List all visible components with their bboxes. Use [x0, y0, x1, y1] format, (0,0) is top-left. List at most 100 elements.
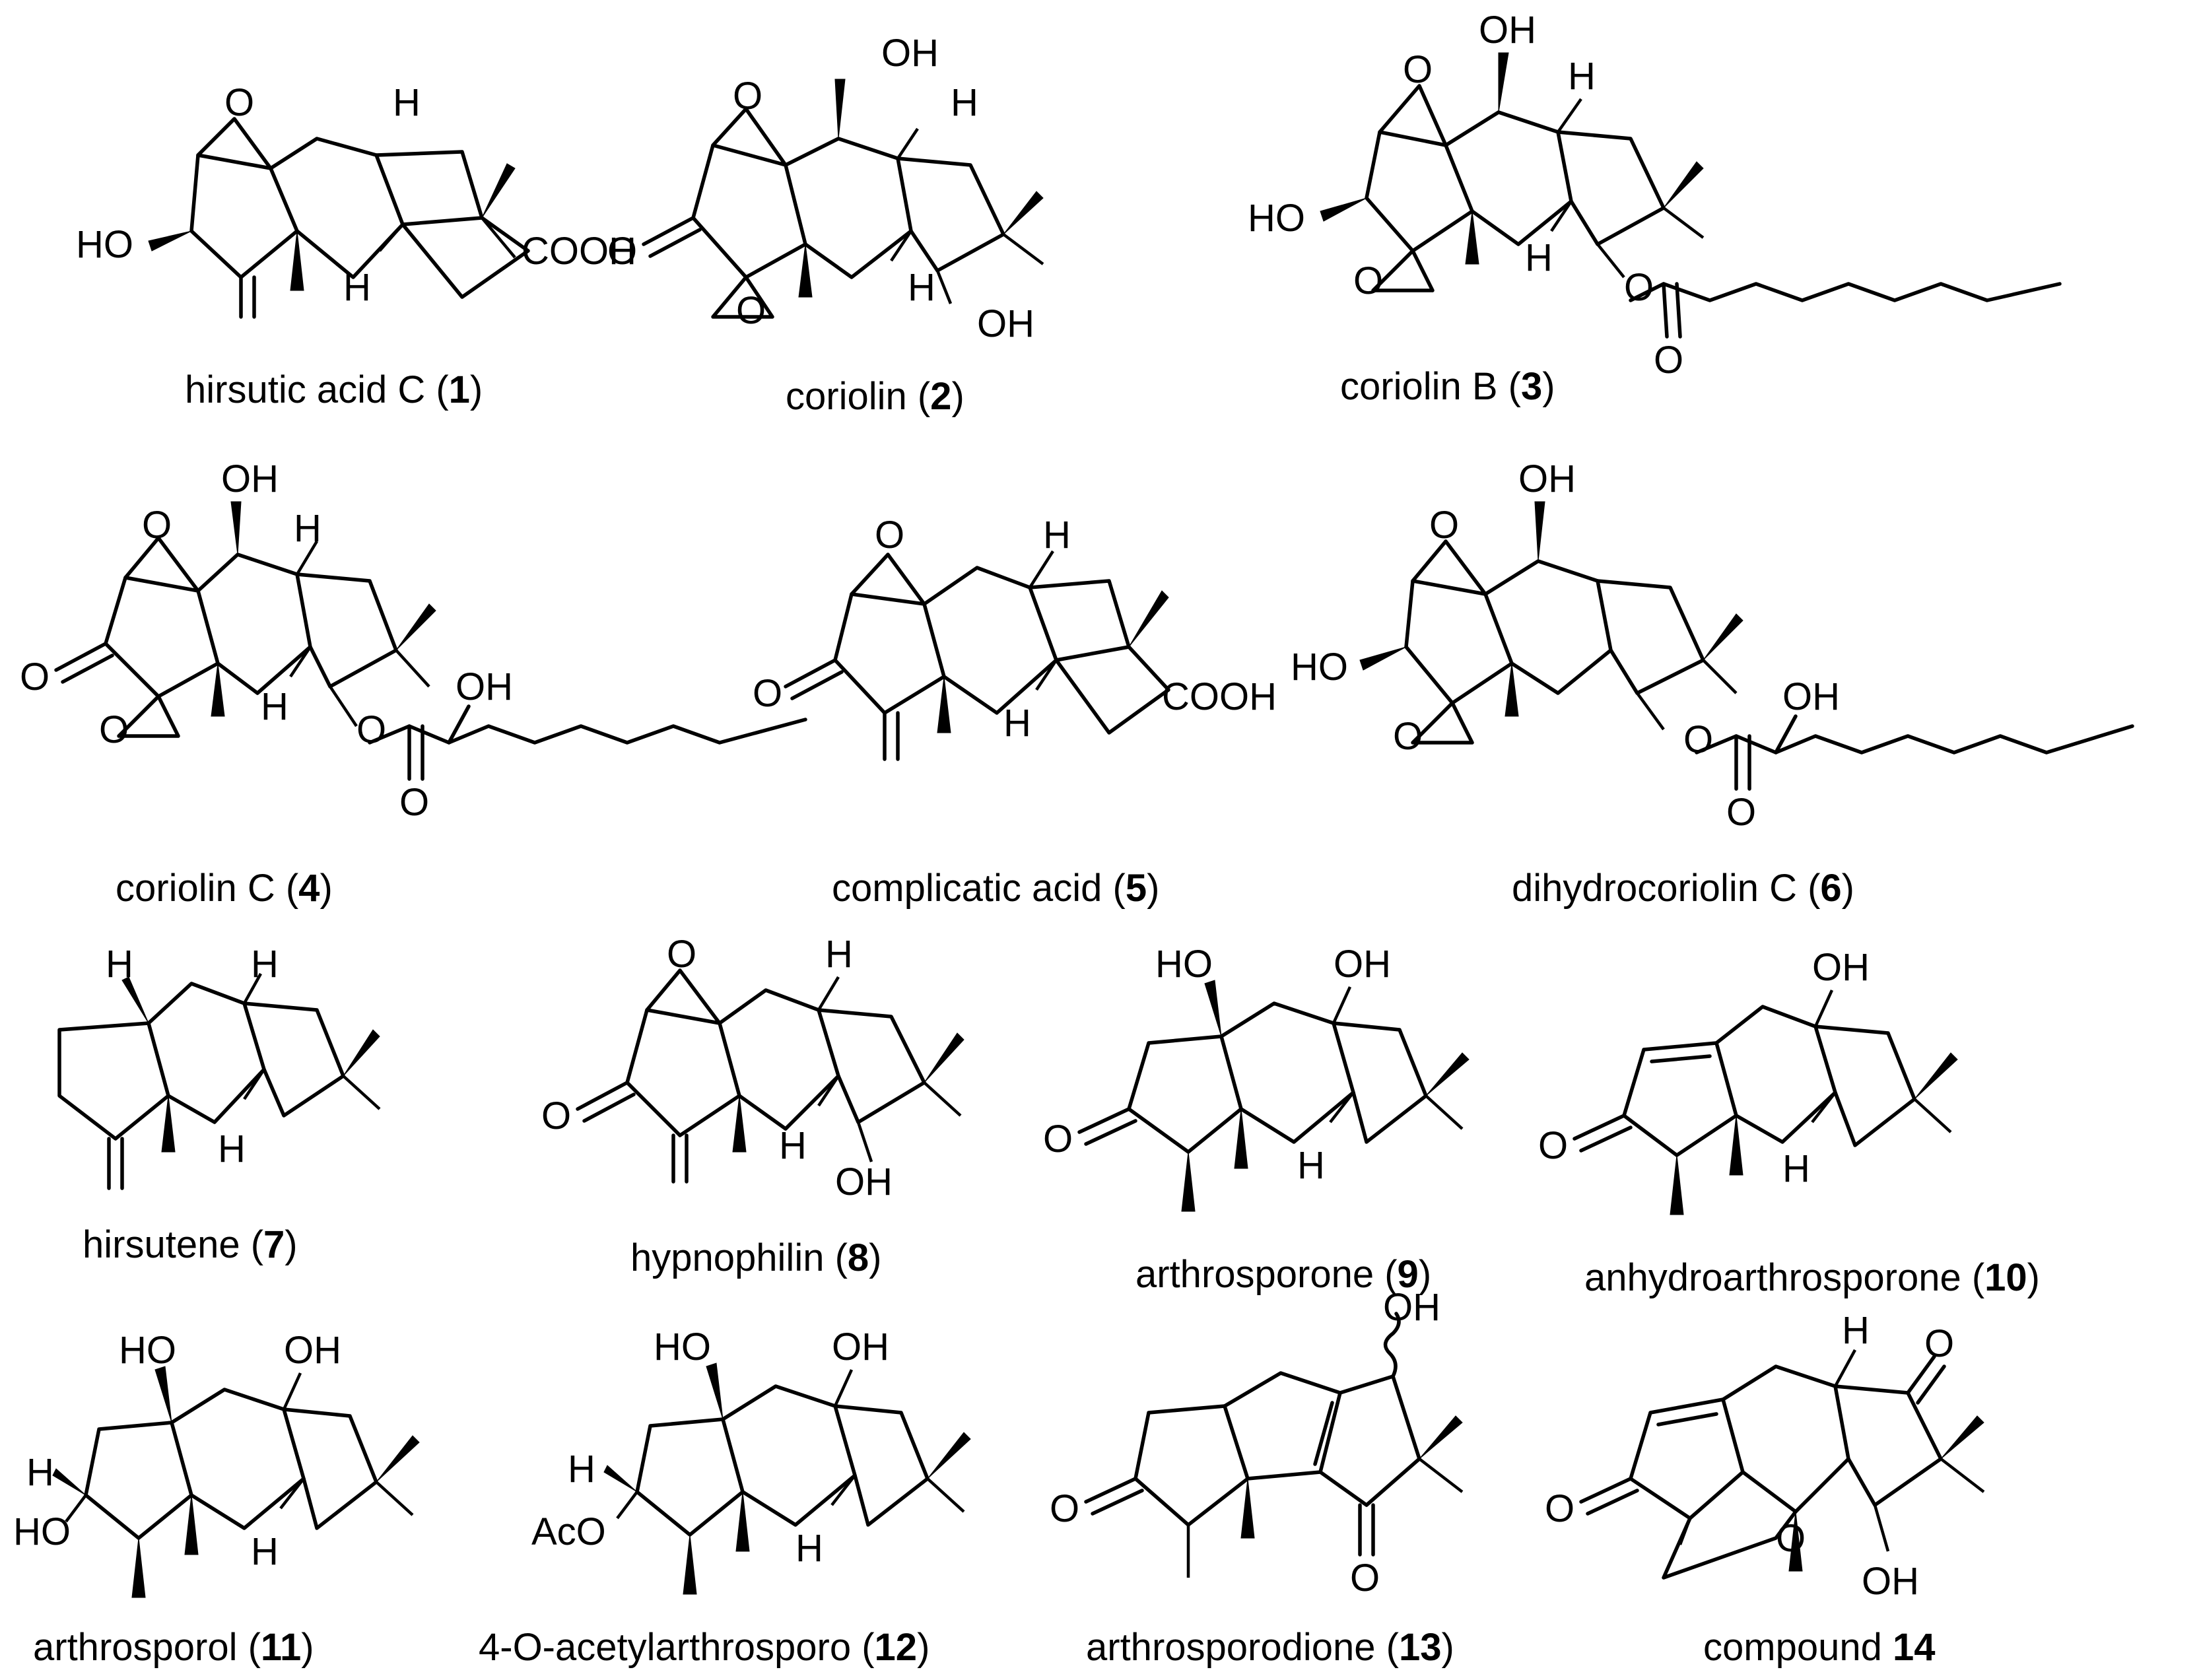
atom-oh: OH — [832, 1326, 889, 1368]
atom-ho: HO — [76, 223, 133, 266]
atom-o: O — [1050, 1487, 1079, 1530]
atom-o: O — [1624, 266, 1654, 309]
atom-o: O — [1429, 504, 1459, 547]
caption-arthrosporodione: arthrosporodione (13) — [1086, 1626, 1454, 1669]
atom-h: H — [251, 1530, 279, 1573]
atom-ho: HO — [1248, 197, 1305, 240]
atom-h: H — [106, 943, 133, 986]
atom-oh: OH — [1334, 943, 1391, 986]
atom-ho: HO — [119, 1329, 176, 1372]
atom-h: H — [1782, 1147, 1810, 1190]
atom-h: H — [1842, 1309, 1870, 1352]
atom-o: O — [1043, 1118, 1073, 1160]
atom-o: O — [1353, 259, 1383, 302]
atom-h: H — [218, 1127, 246, 1170]
atom-oh: OH — [456, 665, 513, 708]
caption-hirsutic-acid-c: hirsutic acid C (1) — [185, 368, 483, 411]
atom-o: O — [1683, 718, 1713, 761]
atom-cooh: COOH — [522, 230, 636, 273]
atom-h: H — [795, 1527, 823, 1570]
structure-coriolin-c: OH H O O O H O OH O coriolin C (4) — [20, 457, 807, 910]
atom-o: O — [875, 514, 904, 556]
structure-hirsutic-acid-c: O H HO H COOH hirsutic acid C (1) — [76, 81, 636, 411]
structure-4-o-acetylarthrosporol: HO OH H AcO H 4-O-acetylarthrosporo (12) — [479, 1326, 971, 1669]
atom-ho: HO — [1291, 646, 1348, 689]
atom-o: O — [399, 781, 429, 824]
structure-anhydroarthrosporone: OH O H anhydroarthrosporone (10) — [1538, 946, 2040, 1299]
caption-compound-14: compound 14 — [1703, 1626, 1936, 1669]
atom-o: O — [1350, 1557, 1380, 1599]
atom-h: H — [393, 81, 421, 124]
caption-coriolin: coriolin (2) — [786, 375, 964, 418]
atom-h: H — [1297, 1144, 1325, 1187]
atom-o: O — [541, 1094, 571, 1137]
atom-h: H — [343, 266, 371, 309]
structure-arthrosporol: HO OH H HO H arthrosporol (11) — [13, 1329, 420, 1669]
atom-h: H — [251, 943, 279, 986]
structure-coriolin-b: OH H O HO O H O O coriolin B (3) — [1248, 9, 2062, 408]
atom-oh: OH — [284, 1329, 341, 1372]
atom-o: O — [1403, 48, 1433, 91]
atom-h: H — [779, 1124, 807, 1167]
caption-hypnophilin: hypnophilin (8) — [630, 1236, 881, 1279]
atom-o: O — [667, 933, 696, 976]
caption-coriolin-c: coriolin C (4) — [116, 867, 333, 910]
atom-h: H — [1043, 514, 1071, 556]
structure-coriolin: OH H O O O H OH coriolin (2) — [607, 32, 1044, 418]
atom-o: O — [607, 230, 637, 273]
atom-oh: OH — [977, 302, 1034, 345]
atom-h: H — [1525, 236, 1553, 279]
atom-o: O — [1545, 1487, 1574, 1530]
atom-o: O — [1538, 1124, 1568, 1167]
atom-h: H — [568, 1448, 595, 1491]
structure-dihydrocoriolin-c: OH O HO O O OH O dihydrocoriolin C (6) — [1291, 457, 2134, 910]
structure-complicatic-acid: O H O H COOH complicatic acid (5) — [753, 514, 1277, 910]
atom-h: H — [261, 685, 288, 728]
atom-h: H — [26, 1451, 54, 1494]
atom-o: O — [1726, 791, 1756, 834]
atom-o: O — [1654, 339, 1683, 382]
caption-arthrosporone: arthrosporone (9) — [1135, 1253, 1431, 1296]
caption-coriolin-b: coriolin B (3) — [1340, 365, 1555, 408]
atom-aco: AcO — [531, 1510, 606, 1553]
atom-o: O — [224, 81, 254, 124]
atom-o: O — [1924, 1322, 1954, 1365]
atom-oh: OH — [835, 1160, 893, 1203]
atom-o: O — [1393, 715, 1423, 758]
structure-hypnophilin: O H O H OH hypnophilin (8) — [541, 933, 964, 1279]
atom-o: O — [99, 708, 129, 751]
atom-h: H — [908, 266, 935, 309]
atom-cooh: COOH — [1162, 675, 1277, 718]
atom-oh: OH — [881, 32, 939, 75]
atom-h: H — [951, 81, 978, 124]
atom-o: O — [753, 672, 782, 715]
atom-o: O — [20, 655, 50, 698]
caption-anhydroarthrosporone: anhydroarthrosporone (10) — [1584, 1256, 2040, 1299]
atom-ho: HO — [13, 1510, 71, 1553]
atom-o: O — [736, 289, 766, 332]
structure-arthrosporodione: OH O O arthrosporodione (13) — [1050, 1286, 1464, 1669]
atom-oh: OH — [1862, 1560, 1919, 1603]
caption-complicatic-acid: complicatic acid (5) — [832, 867, 1159, 910]
atom-o: O — [1776, 1517, 1806, 1560]
structure-compound-14: H O O O OH compound 14 — [1545, 1309, 1985, 1669]
caption-dihydrocoriolin-c: dihydrocoriolin C (6) — [1512, 867, 1854, 910]
caption-arthrosporol: arthrosporol (11) — [33, 1626, 314, 1669]
structure-arthrosporone: HO OH O H arthrosporone (9) — [1043, 943, 1470, 1296]
caption-4-o-acetylarthrosporol: 4-O-acetylarthrosporo (12) — [479, 1626, 930, 1669]
atom-oh: OH — [1479, 9, 1536, 51]
atom-oh: OH — [1518, 457, 1576, 500]
atom-h: H — [1568, 55, 1596, 98]
atom-o: O — [356, 708, 386, 751]
atom-h: H — [825, 933, 853, 976]
atom-oh: OH — [1383, 1286, 1440, 1329]
atom-oh: OH — [1782, 675, 1840, 718]
structure-hirsutene: H H H hirsutene (7) — [57, 943, 381, 1266]
atom-h: H — [294, 507, 321, 550]
atom-o: O — [142, 504, 172, 547]
atom-oh: OH — [1812, 946, 1870, 989]
atom-h: H — [1003, 702, 1031, 745]
atom-oh: OH — [221, 457, 279, 500]
caption-hirsutene: hirsutene (7) — [83, 1223, 298, 1266]
